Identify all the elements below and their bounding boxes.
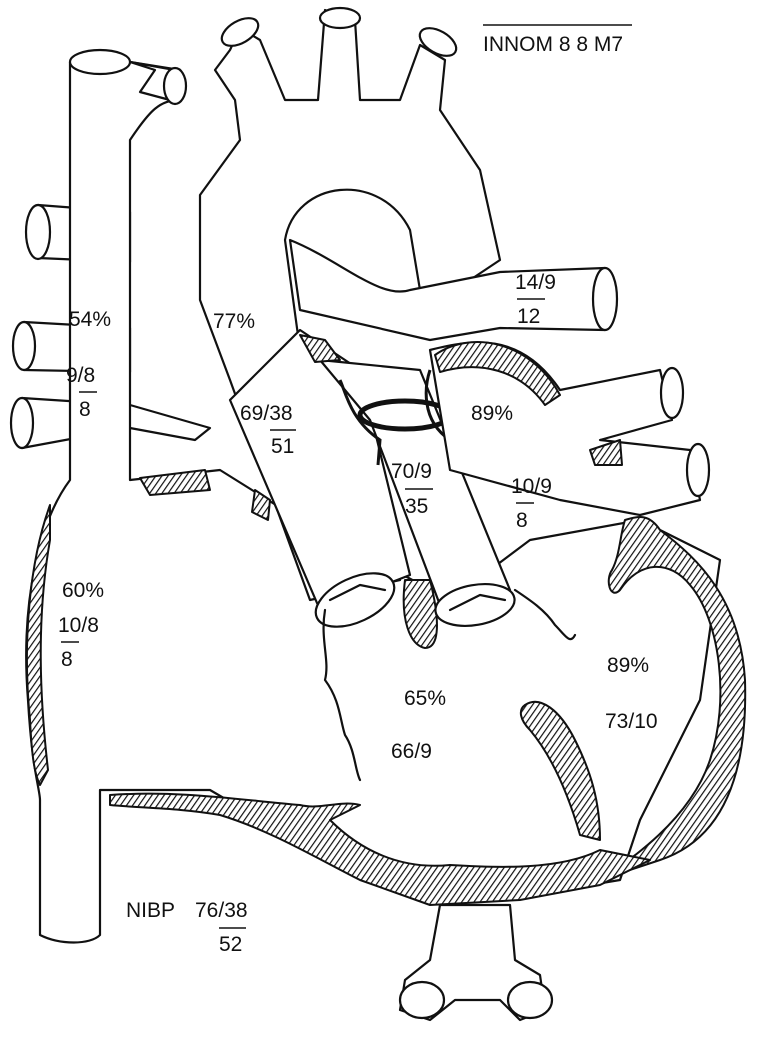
left-ventricle-pressure: 73/10: [605, 710, 658, 733]
inferior-vessels: [400, 905, 552, 1020]
left-atrium: [430, 342, 709, 515]
aorta-pressure: 69/38: [240, 402, 293, 425]
left-atrium-saturation: 89%: [471, 402, 513, 425]
pa-pressure: 70/9: [391, 460, 432, 483]
septum-fragment-left: [140, 470, 210, 495]
left-ventricle-saturation: 89%: [607, 654, 649, 677]
nibp-label: NIBP: [126, 899, 175, 922]
svc-pressure: 9/8: [66, 364, 95, 387]
right-atrium-mean-pressure: 8: [61, 648, 73, 671]
left-atrium-mean-pressure: 8: [516, 509, 528, 532]
svc-mean-pressure: 8: [79, 398, 91, 421]
aorta-saturation: 77%: [213, 310, 255, 333]
right-atrium-saturation: 60%: [62, 579, 104, 602]
svc-saturation: 54%: [69, 308, 111, 331]
nibp-pressure: 76/38: [195, 899, 248, 922]
pa-mean-pressure: 35: [405, 495, 428, 518]
right-ventricle-saturation: 65%: [404, 687, 446, 710]
nibp-mean-pressure: 52: [219, 933, 242, 956]
lpa-mean-pressure: 12: [517, 305, 540, 328]
right-ventricle-pressure: 66/9: [391, 740, 432, 763]
header-title: INNOM 8 8 M7: [483, 33, 623, 56]
right-atrium-pressure: 10/8: [58, 614, 99, 637]
left-atrium-pressure: 10/9: [511, 475, 552, 498]
aorta-mean-pressure: 51: [271, 435, 294, 458]
lpa-pressure: 14/9: [515, 271, 556, 294]
